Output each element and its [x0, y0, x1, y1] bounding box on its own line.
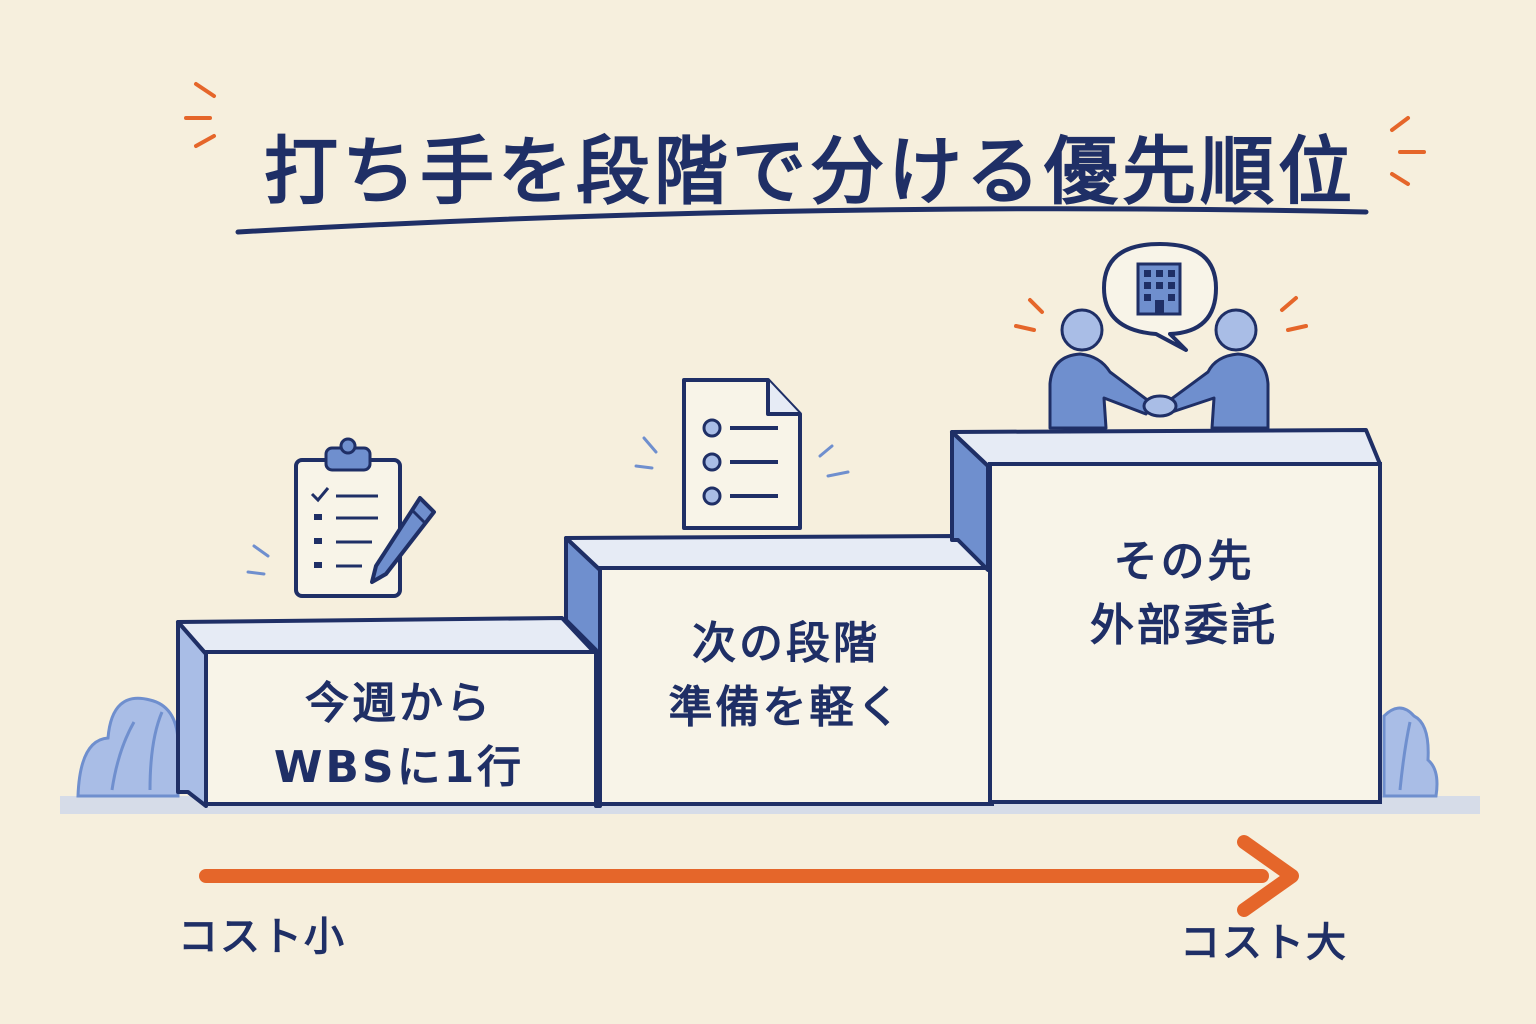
step-3-line-1: その先: [1113, 536, 1255, 587]
pencil-icon: [370, 496, 436, 584]
step-2-label: 次の段階 準備を軽く: [600, 612, 972, 740]
step-2-line-1: 次の段階: [692, 618, 880, 669]
axis-label-low-cost: コスト小: [178, 914, 346, 960]
step-1-line-1: 今週から: [305, 678, 493, 729]
step-3-label: その先 外部委託: [994, 530, 1374, 658]
axis-label-high-cost: コスト大: [1180, 920, 1348, 966]
bush-right-icon: [1382, 706, 1439, 798]
step-3-block: [950, 428, 1382, 804]
bush-left-icon: [76, 696, 180, 798]
title-sparkle-left-icon: [184, 82, 216, 148]
step-1-block: [176, 616, 598, 808]
clipboard-checklist-icon: [246, 437, 402, 598]
step-1-line-2: WBSに1行: [273, 742, 525, 793]
handshake-icon: [1014, 296, 1308, 430]
step-1-label: 今週から WBSに1行: [206, 672, 592, 800]
step-2-block: [564, 534, 994, 808]
building-speech-bubble-icon: [1102, 242, 1218, 352]
cost-arrow: [199, 835, 1299, 917]
page-title: 打ち手を段階で分ける優先順位: [264, 129, 1356, 215]
document-list-icon: [634, 378, 850, 530]
title-sparkle-right-icon: [1390, 116, 1426, 186]
step-3-line-2: 外部委託: [1090, 600, 1278, 651]
title-underline: [235, 206, 1369, 235]
step-2-line-2: 準備を軽く: [668, 682, 904, 733]
